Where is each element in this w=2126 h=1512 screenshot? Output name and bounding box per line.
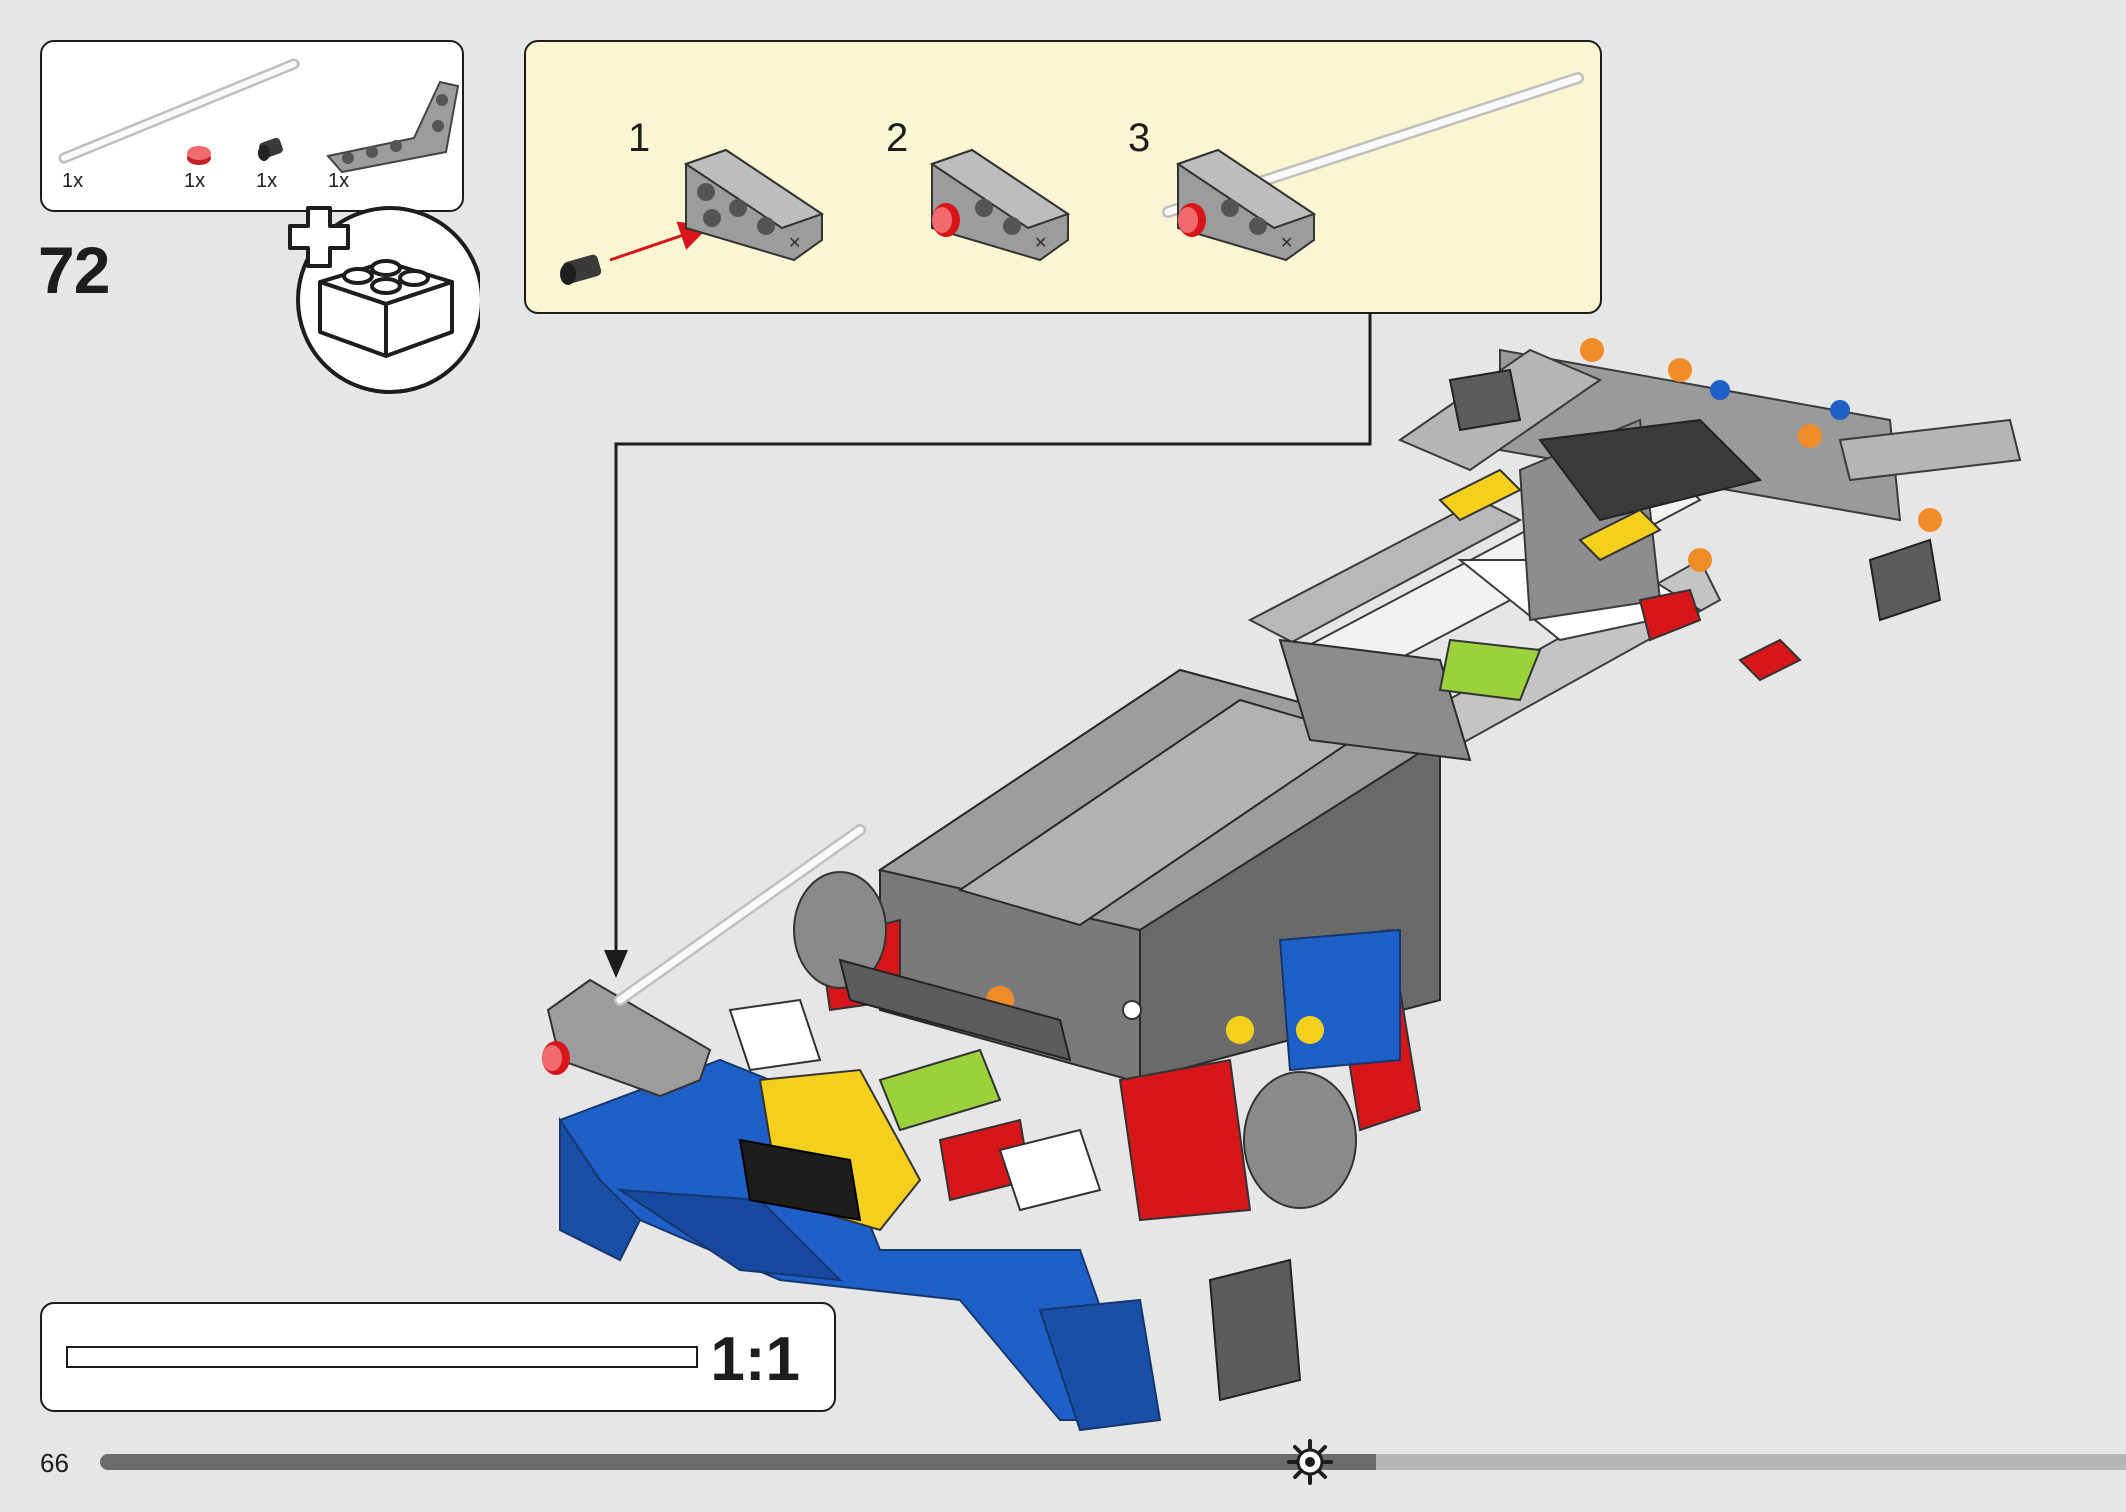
scale-box: 1:1 <box>40 1302 836 1412</box>
progress-bar <box>100 1454 2126 1470</box>
page-number: 66 <box>40 1448 69 1478</box>
red-bush-part <box>187 146 211 165</box>
svg-text:✕: ✕ <box>1280 235 1293 252</box>
front-suspension <box>542 824 1422 1432</box>
scale-label: 1:1 <box>710 1325 800 1394</box>
svg-text:✕: ✕ <box>1034 235 1047 252</box>
qty-red-bush: 1x <box>184 170 206 192</box>
parts-illustration <box>58 58 460 174</box>
axle-part <box>58 58 300 164</box>
substep-2-label: 2 <box>886 116 909 160</box>
substep-2-assembly: ✕ <box>929 148 1071 262</box>
placement-arrow-icon <box>604 950 628 978</box>
qty-black-pin: 1x <box>256 170 278 192</box>
substep-illustrations: ✕ ✕ ✕ <box>560 72 1584 285</box>
black-pin-part <box>258 137 283 161</box>
substep-1-label: 1 <box>628 116 651 160</box>
svg-text:✕: ✕ <box>788 235 801 252</box>
gear-icon <box>1287 1439 1333 1485</box>
rear-suspension <box>1397 338 2022 682</box>
substep-3-assembly: ✕ <box>1162 72 1584 262</box>
scale-bar <box>66 1346 698 1368</box>
substep-3-label: 3 <box>1128 116 1151 160</box>
qty-grey-l-beam: 1x <box>328 170 350 192</box>
grey-l-beam-part <box>326 80 460 174</box>
arrow-icon <box>609 221 710 262</box>
progress-fill <box>100 1454 1377 1470</box>
battery-box <box>877 638 1542 1082</box>
substep-1-assembly: ✕ <box>560 148 825 285</box>
step-number: 72 <box>38 233 110 307</box>
qty-axle: 1x <box>62 170 84 192</box>
callout-leader-line <box>614 314 1372 968</box>
parts-list: 1x 1x 1x 1x <box>40 40 464 212</box>
add-part-icon <box>288 206 480 394</box>
substep-callout: 1 2 3 ✕ ✕ <box>524 40 1602 314</box>
